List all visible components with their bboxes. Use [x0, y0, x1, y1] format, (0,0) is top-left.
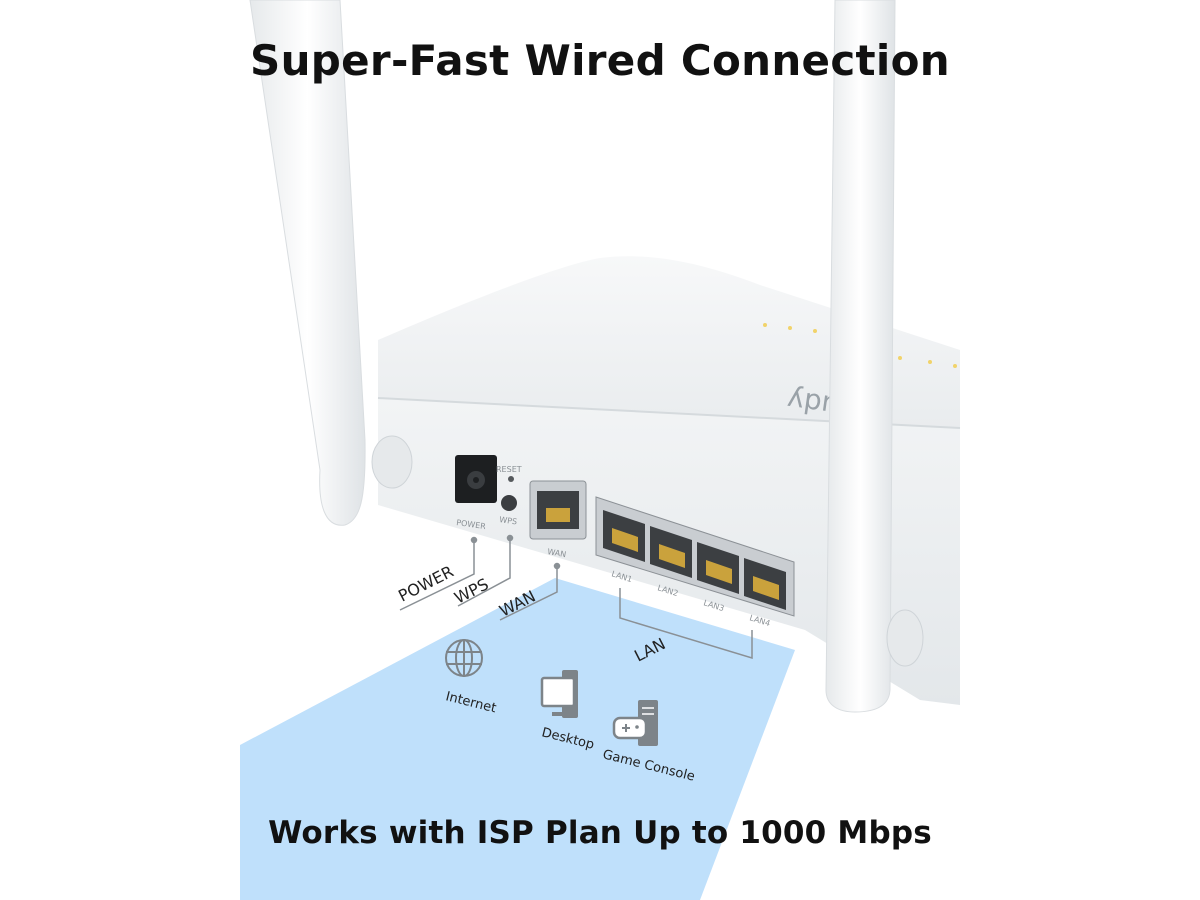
lan1-port	[603, 510, 645, 562]
callout-lines	[399, 534, 753, 660]
status-leds	[763, 323, 957, 368]
globe-icon	[445, 639, 483, 677]
lan-ports	[595, 496, 795, 617]
connection-beam	[240, 578, 795, 900]
left-antenna	[249, 0, 366, 526]
power-label: POWER	[456, 518, 487, 531]
lan2-port	[650, 526, 692, 578]
wan-label: WAN	[547, 547, 567, 559]
lan3-port	[697, 542, 739, 594]
power-jack	[455, 455, 497, 503]
wps-button	[501, 495, 517, 511]
right-antenna	[825, 0, 896, 713]
router-top	[378, 256, 960, 430]
lan4-port	[744, 558, 786, 610]
power-callout: POWER	[395, 562, 456, 606]
reset-label: RESET	[496, 465, 522, 474]
wan-port	[529, 480, 587, 540]
reset-hole	[508, 476, 514, 482]
desktop-icon	[540, 670, 578, 718]
page-title: Super-Fast Wired Connection	[250, 36, 950, 85]
wps-callout: WPS	[451, 574, 491, 607]
wps-label: WPS	[499, 515, 518, 526]
page-subtitle: Works with ISP Plan Up to 1000 Mbps	[268, 815, 932, 851]
game-console-icon	[612, 700, 658, 746]
